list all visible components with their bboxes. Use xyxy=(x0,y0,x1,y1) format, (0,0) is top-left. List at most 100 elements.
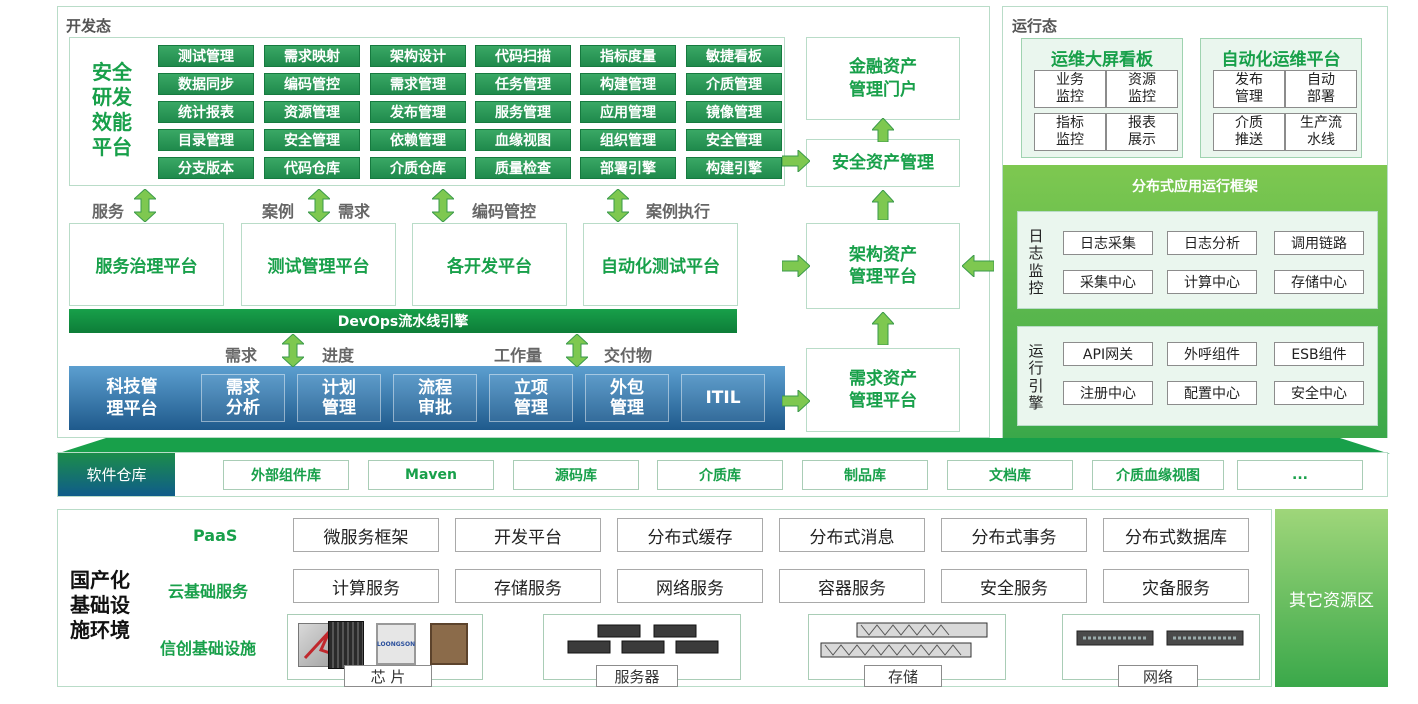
repo-item[interactable]: Maven xyxy=(368,460,494,490)
arrow-tech-to-req xyxy=(782,390,810,412)
tech-item[interactable]: 流程 审批 xyxy=(393,374,477,422)
grid-item[interactable]: 构建引擎 xyxy=(686,157,782,179)
security-asset-management[interactable]: 安全资产管理 xyxy=(806,139,960,187)
repo-item[interactable]: ... xyxy=(1237,460,1363,490)
runtime-item[interactable]: 采集中心 xyxy=(1063,270,1153,294)
grid-item[interactable]: 需求管理 xyxy=(370,73,466,95)
grid-item[interactable]: 需求映射 xyxy=(264,45,360,67)
grid-item[interactable]: 测试管理 xyxy=(158,45,254,67)
link-arrow-bottom xyxy=(566,334,588,367)
ops-item[interactable]: 自动 部署 xyxy=(1285,70,1357,108)
requirement-asset-platform[interactable]: 需求资产 管理平台 xyxy=(806,348,960,432)
runtime-item[interactable]: 外呼组件 xyxy=(1167,342,1257,366)
grid-item[interactable]: 依赖管理 xyxy=(370,129,466,151)
grid-item[interactable]: 架构设计 xyxy=(370,45,466,67)
grid-item[interactable]: 统计报表 xyxy=(158,101,254,123)
grid-item[interactable]: 分支版本 xyxy=(158,157,254,179)
grid-item[interactable]: 编码管控 xyxy=(264,73,360,95)
tech-item[interactable]: 需求 分析 xyxy=(201,374,285,422)
platform-1[interactable]: 测试管理平台 xyxy=(241,223,396,306)
grid-item[interactable]: 资源管理 xyxy=(264,101,360,123)
runtime-item[interactable]: ESB组件 xyxy=(1274,342,1364,366)
grid-item[interactable]: 安全管理 xyxy=(686,129,782,151)
tech-item[interactable]: ITIL xyxy=(681,374,765,422)
arrow-arch-to-security xyxy=(872,190,894,220)
grid-item[interactable]: 构建管理 xyxy=(580,73,676,95)
paas-item[interactable]: 分布式消息 xyxy=(779,518,925,552)
runtime-item[interactable]: 日志采集 xyxy=(1063,231,1153,255)
ops-dashboard: 运维大屏看板 业务 监控资源 监控指标 监控报表 展示 xyxy=(1021,38,1183,158)
cloud-item[interactable]: 容器服务 xyxy=(779,569,925,603)
repo-item[interactable]: 介质血缘视图 xyxy=(1092,460,1224,490)
ops-item[interactable]: 业务 监控 xyxy=(1034,70,1106,108)
ops-item[interactable]: 资源 监控 xyxy=(1106,70,1178,108)
grid-item[interactable]: 介质管理 xyxy=(686,73,782,95)
runtime-item[interactable]: 计算中心 xyxy=(1167,270,1257,294)
storage-icon xyxy=(820,622,988,658)
link-label: 交付物 xyxy=(604,346,653,365)
grid-item[interactable]: 组织管理 xyxy=(580,129,676,151)
tech-item[interactable]: 计划 管理 xyxy=(297,374,381,422)
repo-item[interactable]: 介质库 xyxy=(657,460,783,490)
repo-item[interactable]: 文档库 xyxy=(947,460,1073,490)
grid-item[interactable]: 血缘视图 xyxy=(475,129,571,151)
grid-item[interactable]: 敏捷看板 xyxy=(686,45,782,67)
auto-ops-title: 自动化运维平台 xyxy=(1221,50,1341,70)
ops-item[interactable]: 生产流 水线 xyxy=(1285,113,1357,151)
grid-item[interactable]: 应用管理 xyxy=(580,101,676,123)
repo-item[interactable]: 源码库 xyxy=(513,460,639,490)
runtime-item[interactable]: 注册中心 xyxy=(1063,381,1153,405)
arrow-security-to-portal xyxy=(872,118,894,142)
ops-item[interactable]: 发布 管理 xyxy=(1213,70,1285,108)
grid-item[interactable]: 发布管理 xyxy=(370,101,466,123)
grid-item[interactable]: 代码扫描 xyxy=(475,45,571,67)
repo-item[interactable]: 制品库 xyxy=(802,460,928,490)
ops-item[interactable]: 介质 推送 xyxy=(1213,113,1285,151)
grid-item[interactable]: 指标度量 xyxy=(580,45,676,67)
log-monitor-box xyxy=(1017,211,1378,309)
finance-asset-portal[interactable]: 金融资产 管理门户 xyxy=(806,37,960,120)
cloud-item[interactable]: 网络服务 xyxy=(617,569,763,603)
paas-item[interactable]: 微服务框架 xyxy=(293,518,439,552)
paas-item[interactable]: 分布式数据库 xyxy=(1103,518,1249,552)
grid-item[interactable]: 任务管理 xyxy=(475,73,571,95)
grid-item[interactable]: 质量检查 xyxy=(475,157,571,179)
grid-item[interactable]: 镜像管理 xyxy=(686,101,782,123)
cloud-item[interactable]: 计算服务 xyxy=(293,569,439,603)
grid-item[interactable]: 数据同步 xyxy=(158,73,254,95)
tech-item[interactable]: 立项 管理 xyxy=(489,374,573,422)
platform-0[interactable]: 服务治理平台 xyxy=(69,223,224,306)
paas-item[interactable]: 开发平台 xyxy=(455,518,601,552)
arrow-platforms-to-arch xyxy=(782,255,810,277)
architecture-asset-platform[interactable]: 架构资产 管理平台 xyxy=(806,223,960,309)
hw-label: 芯 片 xyxy=(344,665,432,687)
grid-item[interactable]: 服务管理 xyxy=(475,101,571,123)
ops-item[interactable]: 指标 监控 xyxy=(1034,113,1106,151)
cloud-item[interactable]: 安全服务 xyxy=(941,569,1087,603)
chip-icon-3: LOONGSON xyxy=(376,623,416,665)
runtime-item[interactable]: 配置中心 xyxy=(1167,381,1257,405)
grid-item[interactable]: 目录管理 xyxy=(158,129,254,151)
paas-item[interactable]: 分布式事务 xyxy=(941,518,1087,552)
platform-2[interactable]: 各开发平台 xyxy=(412,223,567,306)
grid-item[interactable]: 代码仓库 xyxy=(264,157,360,179)
repo-item[interactable]: 外部组件库 xyxy=(223,460,349,490)
grid-item[interactable]: 介质仓库 xyxy=(370,157,466,179)
tech-item[interactable]: 外包 管理 xyxy=(585,374,669,422)
chip-icon-4 xyxy=(430,623,468,665)
ops-item[interactable]: 报表 展示 xyxy=(1106,113,1178,151)
chip-icon-2 xyxy=(328,621,364,669)
platform-3[interactable]: 自动化测试平台 xyxy=(583,223,738,306)
cloud-item[interactable]: 存储服务 xyxy=(455,569,601,603)
paas-item[interactable]: 分布式缓存 xyxy=(617,518,763,552)
grid-item[interactable]: 部署引擎 xyxy=(580,157,676,179)
runtime-item[interactable]: 安全中心 xyxy=(1274,381,1364,405)
runtime-item[interactable]: 存储中心 xyxy=(1274,270,1364,294)
link-arrow-top xyxy=(607,189,629,222)
runtime-item[interactable]: 日志分析 xyxy=(1167,231,1257,255)
runtime-item[interactable]: API网关 xyxy=(1063,342,1153,366)
cloud-item[interactable]: 灾备服务 xyxy=(1103,569,1249,603)
grid-item[interactable]: 安全管理 xyxy=(264,129,360,151)
runtime-item[interactable]: 调用链路 xyxy=(1274,231,1364,255)
